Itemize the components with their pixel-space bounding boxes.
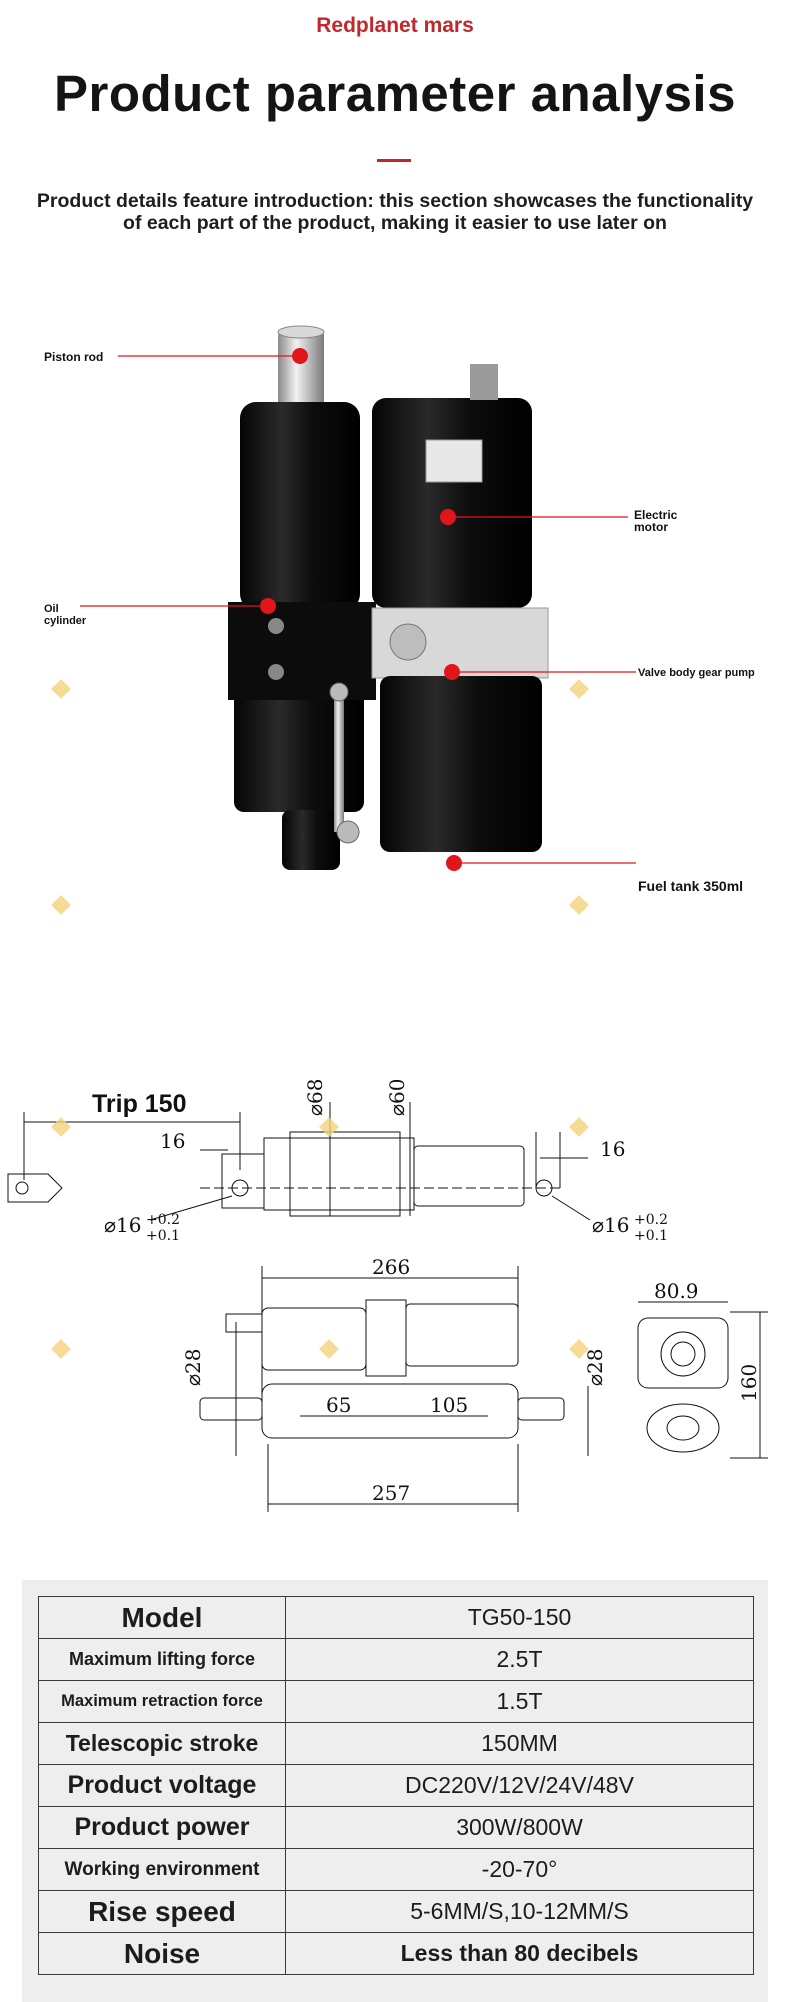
- spec-value: 5-6MM/S,10-12MM/S: [285, 1890, 754, 1933]
- dim-160: 160: [737, 1364, 761, 1402]
- spec-value: Less than 80 decibels: [285, 1932, 754, 1975]
- dim-d68: ⌀68: [303, 1080, 327, 1116]
- brand-name: Redplanet mars: [316, 14, 474, 37]
- table-row: Telescopic stroke 150MM: [38, 1722, 754, 1765]
- dim-phi16-left: ⌀16: [104, 1213, 142, 1237]
- tol-plus-left: +0.2: [146, 1212, 180, 1228]
- spec-value: 150MM: [285, 1722, 754, 1765]
- spec-label: Model: [38, 1596, 286, 1639]
- spec-table: Model TG50-150 Maximum lifting force 2.5…: [38, 1596, 754, 1975]
- intro-text: Product details feature introduction: th…: [36, 190, 754, 234]
- callout-piston-rod: Piston rod: [44, 350, 104, 364]
- product-photo: [51, 325, 636, 915]
- dim-16-right: 16: [600, 1137, 625, 1161]
- spec-label: Product voltage: [38, 1764, 286, 1807]
- tol-minus-right: +0.1: [634, 1228, 668, 1244]
- spec-value: 1.5T: [285, 1680, 754, 1723]
- callout-electric-motor-1: Electric: [634, 508, 678, 522]
- table-row: Model TG50-150: [38, 1596, 754, 1639]
- dim-d28-right: ⌀28: [583, 1349, 607, 1387]
- spec-value: DC220V/12V/24V/48V: [285, 1764, 754, 1807]
- spec-label: Maximum retraction force: [38, 1680, 286, 1723]
- table-row: Maximum lifting force 2.5T: [38, 1638, 754, 1681]
- spec-label: Noise: [38, 1932, 286, 1975]
- callout-oil-cylinder-1: Oil: [44, 603, 59, 615]
- spec-label: Maximum lifting force: [38, 1638, 286, 1681]
- dim-16-left: 16: [160, 1129, 185, 1153]
- dim-80-9: 80.9: [654, 1279, 699, 1303]
- callout-valve-body: Valve body gear pump: [638, 667, 755, 679]
- spec-value: 300W/800W: [285, 1806, 754, 1849]
- dim-105: 105: [430, 1393, 468, 1417]
- dimension-drawing: 16 16 ⌀68 ⌀60 ⌀16 +0.2 +0.1 ⌀16 +0.2 +0.…: [7, 1080, 768, 1512]
- table-row: Product voltage DC220V/12V/24V/48V: [38, 1764, 754, 1807]
- table-row: Working environment -20-70°: [38, 1848, 754, 1891]
- callout-oil-cylinder-2: cylinder: [44, 615, 87, 627]
- spec-label: Product power: [38, 1806, 286, 1849]
- dim-d28-left: ⌀28: [181, 1349, 205, 1387]
- dim-phi16-right: ⌀16: [592, 1213, 630, 1237]
- dim-266: 266: [372, 1255, 410, 1279]
- table-row: Product power 300W/800W: [38, 1806, 754, 1849]
- trip-label: Trip 150: [92, 1090, 187, 1118]
- table-row: Noise Less than 80 decibels: [38, 1932, 754, 1975]
- dim-257: 257: [372, 1481, 410, 1505]
- callout-fuel-tank: Fuel tank 350ml: [638, 878, 744, 894]
- spec-panel: Model TG50-150 Maximum lifting force 2.5…: [22, 1580, 768, 2002]
- spec-value: -20-70°: [285, 1848, 754, 1891]
- tol-plus-right: +0.2: [634, 1212, 668, 1228]
- spec-label: Working environment: [38, 1848, 286, 1891]
- page-title: Product parameter analysis: [54, 65, 736, 122]
- spec-label: Telescopic stroke: [38, 1722, 286, 1765]
- spec-value: TG50-150: [285, 1596, 754, 1639]
- table-row: Rise speed 5-6MM/S,10-12MM/S: [38, 1890, 754, 1933]
- table-row: Maximum retraction force 1.5T: [38, 1680, 754, 1723]
- dim-65: 65: [326, 1393, 351, 1417]
- callout-electric-motor-2: motor: [634, 520, 668, 534]
- dim-d60: ⌀60: [385, 1080, 409, 1116]
- spec-value: 2.5T: [285, 1638, 754, 1681]
- tol-minus-left: +0.1: [146, 1228, 180, 1244]
- spec-label: Rise speed: [38, 1890, 286, 1933]
- title-divider: [377, 159, 411, 162]
